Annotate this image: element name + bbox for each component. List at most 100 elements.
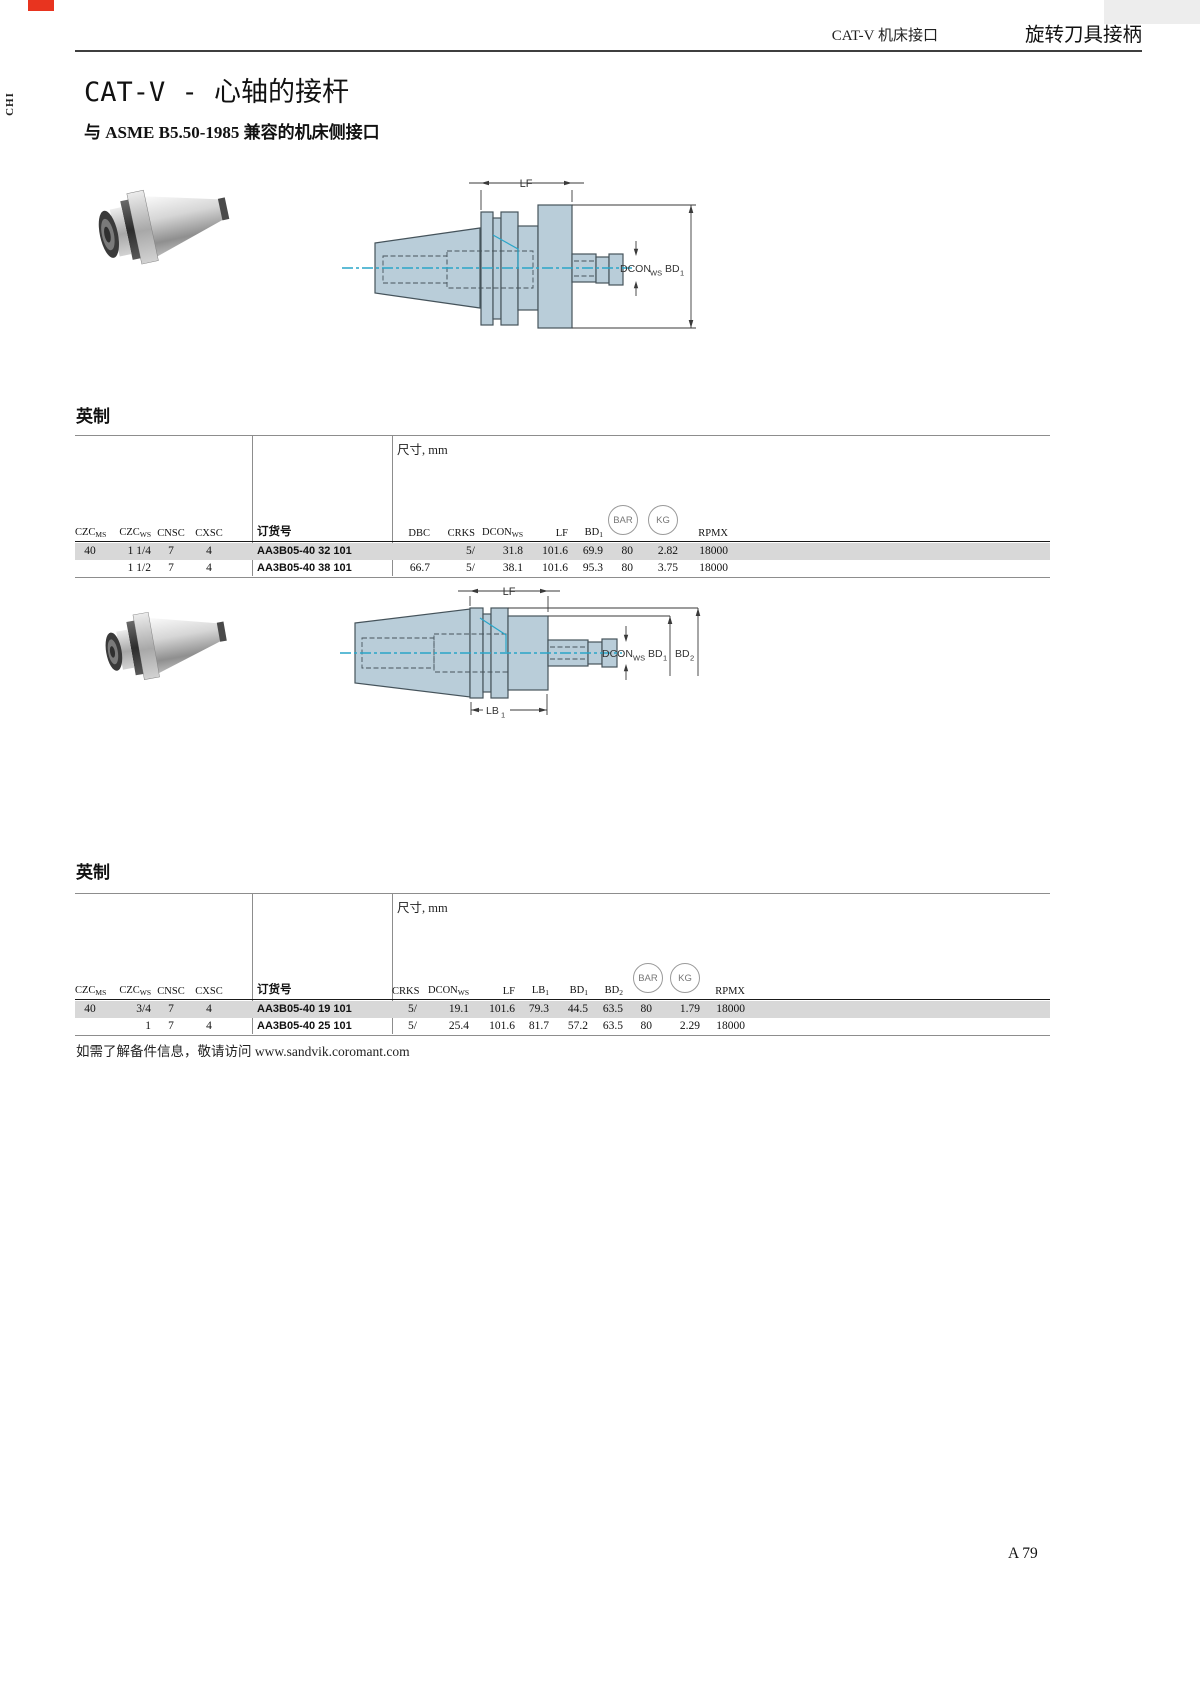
table-inch-2: 尺寸, mm BAR KG CZCMS CZCWS CNSC CXSC 订货号 … [75, 893, 1050, 1038]
kg-badge: KG [670, 963, 700, 993]
section-heading-inch-1: 英制 [76, 407, 110, 426]
col-header-crks: CRKS [392, 986, 420, 997]
product-photo-2 [105, 611, 227, 680]
breadcrumb: CAT-V 机床接口 [831, 28, 938, 44]
table2-bottom-border [75, 1034, 1050, 1036]
section-heading-inch-2: 英制 [76, 863, 110, 882]
col-header-czc-ws: CZCWS [119, 527, 151, 539]
col-header-czc-ms: CZCMS [75, 985, 107, 997]
dim-label-lb1: LB [486, 705, 499, 717]
cell-dcon: 38.1 [502, 562, 523, 574]
side-language-label: CHI [4, 92, 16, 116]
cell-bar: 80 [640, 1020, 653, 1032]
dim-label-lb1-sub: 1 [501, 711, 505, 720]
cell-bar: 80 [621, 562, 634, 574]
cell-czc-ms: 40 [84, 545, 96, 557]
toolholder-photo-shape [105, 611, 227, 680]
cell-bd1: 69.9 [582, 545, 603, 557]
header-rule [75, 50, 1142, 52]
cell-dcon: 25.4 [448, 1020, 469, 1032]
table1-dim-caption: 尺寸, mm [397, 443, 448, 457]
cell-rpmx: 18000 [716, 1003, 745, 1015]
cell-cnsc: 7 [168, 562, 174, 574]
cell-czc-ms: 40 [84, 1003, 96, 1015]
table1-header-row: CZCMS CZCWS CNSC CXSC 订货号 DBC CRKS DCONW… [75, 521, 1050, 539]
col-header-cnsc: CNSC [157, 986, 185, 997]
col-header-rpmx: RPMX [698, 528, 728, 539]
col-header-lb1: LB1 [531, 985, 549, 997]
cell-bd2: 63.5 [602, 1003, 623, 1015]
dim-label-bd2-sub: 2 [690, 654, 694, 663]
red-corner-mark [28, 0, 54, 11]
table2-dim-caption: 尺寸, mm [397, 901, 448, 915]
table-inch-1: 尺寸, mm BAR KG CZCMS CZCWS CNSC CXSC 订货号 … [75, 435, 1050, 580]
cell-kg: 1.79 [679, 1003, 700, 1015]
cell-kg: 2.29 [679, 1020, 700, 1032]
cell-order-number: AA3B05-40 25 101 [257, 1020, 352, 1032]
drawing1-coolant-line [492, 234, 519, 267]
cell-czc-ws: 1 1/4 [127, 545, 151, 557]
bar-badge: BAR [633, 963, 663, 993]
cell-bd1: 44.5 [567, 1003, 588, 1015]
dim-label-bd2: BD [675, 648, 690, 660]
dim-label-lf: LF [520, 178, 533, 190]
cell-lf: 101.6 [489, 1003, 515, 1015]
dim-label-dcon-sub: WS [633, 654, 645, 663]
col-header-dcon: DCONWS [427, 985, 469, 997]
kg-badge-label: KG [656, 514, 670, 526]
table2-divider-2 [392, 893, 393, 1034]
col-header-crks: CRKS [447, 528, 475, 539]
spare-parts-note: 如需了解备件信息，敬请访问 www.sandvik.coromant.com [76, 1044, 410, 1059]
col-header-order: 订货号 [257, 526, 292, 538]
bar-badge-label: BAR [638, 972, 658, 984]
col-header-bd2: BD2 [604, 985, 623, 997]
col-header-rpmx: RPMX [715, 986, 745, 997]
cell-cnsc: 7 [168, 1003, 174, 1015]
cell-order-number: AA3B05-40 32 101 [257, 545, 352, 557]
col-header-bd1: BD1 [569, 985, 588, 997]
toolholder-photo-shape [98, 189, 230, 265]
cell-cxsc: 4 [206, 1020, 212, 1032]
cell-crks: 5/ [408, 1003, 417, 1015]
cell-czc-ws: 1 [145, 1020, 151, 1032]
cell-order-number: AA3B05-40 19 101 [257, 1003, 352, 1015]
dim-label-lf: LF [503, 586, 516, 598]
cell-kg: 2.82 [657, 545, 678, 557]
table2-divider-1 [252, 893, 253, 1034]
cell-kg: 3.75 [657, 562, 678, 574]
dim-label-bd1: BD [648, 648, 663, 660]
table-row: 40 3/4 7 4 AA3B05-40 19 101 5/ 19.1 101.… [75, 1000, 1050, 1018]
cell-dbc: 66.7 [409, 562, 430, 574]
technical-drawing-1: LF DCON WS BD 1 [342, 178, 696, 329]
drawing2-dim-arrows [470, 588, 701, 713]
col-header-bd1: BD1 [584, 527, 603, 539]
table-row: 40 1 1/4 7 4 AA3B05-40 32 101 5/ 31.8 10… [75, 542, 1050, 560]
drawing1-hidden-lines [382, 250, 594, 289]
table1-divider-1 [252, 435, 253, 576]
cell-cnsc: 7 [168, 1020, 174, 1032]
cell-crks: 5/ [466, 562, 475, 574]
page-title: CAT-V - 心轴的接杆 [84, 77, 350, 108]
cell-dcon: 31.8 [502, 545, 523, 557]
cell-cxsc: 4 [206, 545, 212, 557]
page-subtitle: 与 ASME B5.50-1985 兼容的机床侧接口 [84, 123, 380, 142]
technical-drawing-2: LF DCON WS BD 1 BD 2 LB 1 [340, 586, 701, 720]
col-header-order: 订货号 [257, 984, 292, 996]
col-header-cnsc: CNSC [157, 528, 185, 539]
col-header-czc-ms: CZCMS [75, 527, 107, 539]
cell-lf: 101.6 [489, 1020, 515, 1032]
col-header-cxsc: CXSC [195, 986, 223, 997]
dim-label-bd1-sub: 1 [680, 269, 684, 278]
table1-bottom-border [75, 576, 1050, 578]
bar-badge-label: BAR [613, 514, 633, 526]
corner-index-tab [1104, 0, 1200, 24]
col-header-czc-ws: CZCWS [119, 985, 151, 997]
cell-czc-ws: 3/4 [136, 1003, 151, 1015]
cell-bd1: 95.3 [582, 562, 603, 574]
cell-bar: 80 [640, 1003, 653, 1015]
col-header-dcon: DCONWS [481, 527, 523, 539]
table1-divider-2 [392, 435, 393, 576]
table1-header-separator [75, 541, 1050, 542]
col-header-lf: LF [555, 528, 568, 539]
col-header-lf: LF [502, 986, 515, 997]
